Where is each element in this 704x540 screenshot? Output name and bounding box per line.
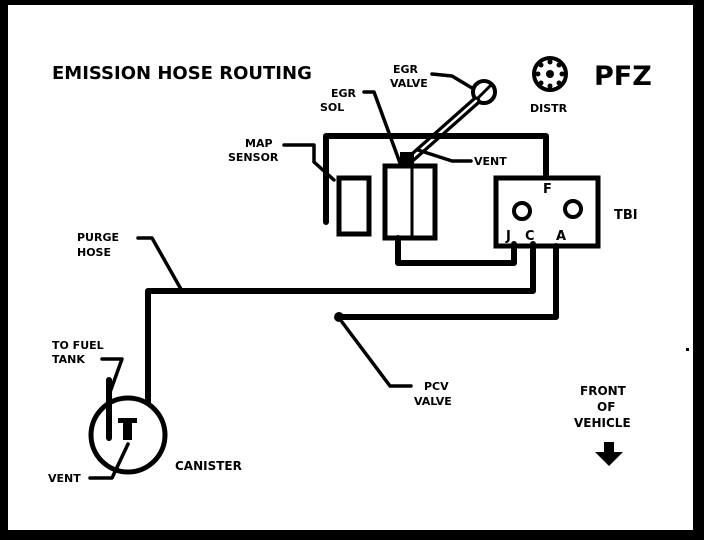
purge-hose — [145, 241, 536, 441]
tbi-port-f: F — [543, 182, 552, 197]
purge-hose-label-line1: PURGE — [77, 231, 119, 244]
distributor-cap-icon — [532, 56, 568, 92]
canister-vent-port — [123, 418, 132, 440]
tbi-label: TBI — [614, 208, 638, 223]
canister-label: CANISTER — [175, 459, 242, 473]
purge-hose-leader — [136, 236, 184, 293]
engine-code: PFZ — [594, 61, 652, 92]
fuel-tank-leader — [100, 357, 124, 397]
solenoid-to-tbi-hose — [395, 235, 517, 266]
to-fuel-tank-label-line1: TO FUEL — [52, 339, 104, 352]
vent-bottom-label: VENT — [48, 472, 81, 485]
map-sensor-body — [336, 175, 372, 237]
distr-label: DISTR — [530, 102, 568, 115]
to-fuel-tank-label-line2: TANK — [52, 353, 85, 366]
front-of-vehicle-line1: FRONT — [580, 384, 627, 398]
egr-valve-symbol — [471, 79, 497, 105]
tbi-port-left — [512, 201, 532, 221]
map-sensor-label-line2: SENSOR — [228, 151, 279, 164]
egr-valve-leader — [430, 72, 474, 90]
pcv-hose — [336, 243, 559, 320]
front-of-vehicle-line2: OF — [597, 400, 615, 414]
vacuum-manifold-hose — [323, 133, 549, 225]
tbi-port-c: C — [525, 229, 535, 244]
vent-top-label: VENT — [474, 155, 507, 168]
vent-bottom-leader — [88, 442, 130, 480]
tbi-port-j: J — [505, 229, 511, 244]
egr-valve-label-line2: VALVE — [390, 77, 428, 90]
pcv-valve-label-line2: VALVE — [414, 395, 452, 408]
front-of-vehicle-line3: VEHICLE — [574, 416, 631, 430]
map-sensor-label-line1: MAP — [245, 137, 273, 150]
tbi-port-a: A — [556, 229, 566, 244]
tbi-port-right — [563, 199, 583, 219]
egr-valve-label-line1: EGR — [393, 63, 419, 76]
egr-solenoid-vent-port — [400, 152, 414, 168]
egr-sol-label-line1: EGR — [331, 87, 357, 100]
purge-hose-label-line2: HOSE — [77, 246, 111, 259]
egr-sol-leader — [362, 90, 402, 165]
pcv-valve-leader — [340, 320, 413, 388]
egr-sol-label-line2: SOL — [320, 101, 344, 114]
egr-solenoid-body — [382, 163, 438, 241]
down-arrow-icon — [595, 442, 623, 466]
diagram-title: EMISSION HOSE ROUTING — [52, 63, 312, 84]
pcv-hose-end — [334, 312, 344, 322]
pcv-valve-label-line1: PCV — [424, 380, 449, 393]
charcoal-canister — [88, 377, 168, 475]
vent-top-leader — [416, 148, 473, 163]
